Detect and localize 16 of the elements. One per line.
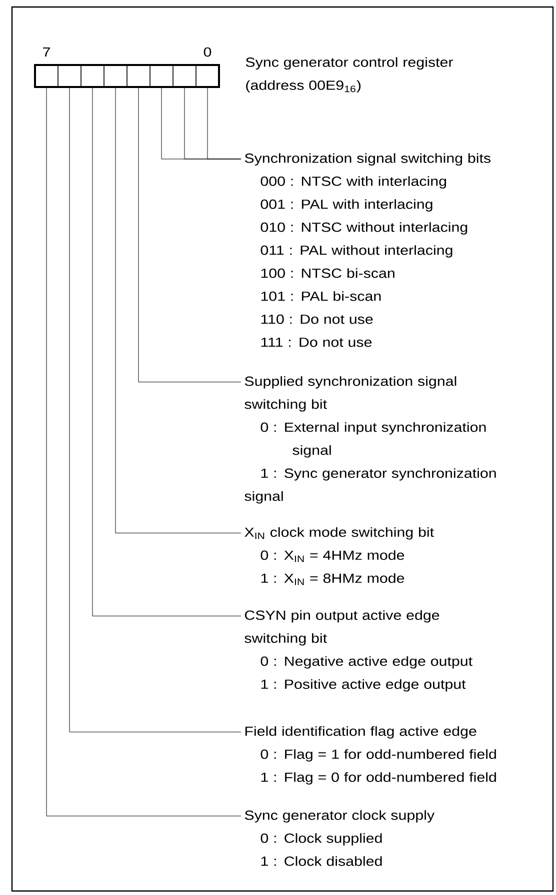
bit-description: X$_{IN}$ clock mode switching bit 0 : X$_{IN}$ = 4HMz mode 1 : X$_{IN}$ = 8HMz mode <box>244 527 434 585</box>
bit-number: 0 <box>204 47 212 57</box>
connector-line <box>115 87 242 534</box>
connector-line <box>92 87 242 616</box>
bit-description: CSYN pin output active edge switching bit 0 : Negative active edge output 1 : Positive active edge output <box>244 610 472 692</box>
connector-line <box>69 87 242 732</box>
bit-description: Supplied synchronization signal switching bit 0 : External input synchronization signal 1 : Sync generator synchronization signal <box>244 376 496 504</box>
bit-number: 7 <box>43 47 50 57</box>
connector-line <box>138 87 242 382</box>
connector-line <box>46 87 242 816</box>
connector-line <box>161 87 242 160</box>
register-caption: Sync generator control register (address 00E9$_{16}$) <box>246 57 453 92</box>
register-box <box>34 64 220 88</box>
bit-description: Sync generator clock supply 0 : Clock supplied 1 : Clock disabled <box>244 810 435 866</box>
bit-description: Synchronization signal switching bits 000 : NTSC with interlacing 001 : PAL with interlacing 010 : NTSC without interlacing 011 : PAL without interlacing 100 : NTSC bi-scan 101 : PAL bi-scan 110 : Do not use 111 : Do not use <box>244 153 491 347</box>
bit-description: Field identification flag active edge 0 : Flag = 1 for odd-numbered field 1 : Flag = 0 for odd-numbered field <box>245 726 496 785</box>
